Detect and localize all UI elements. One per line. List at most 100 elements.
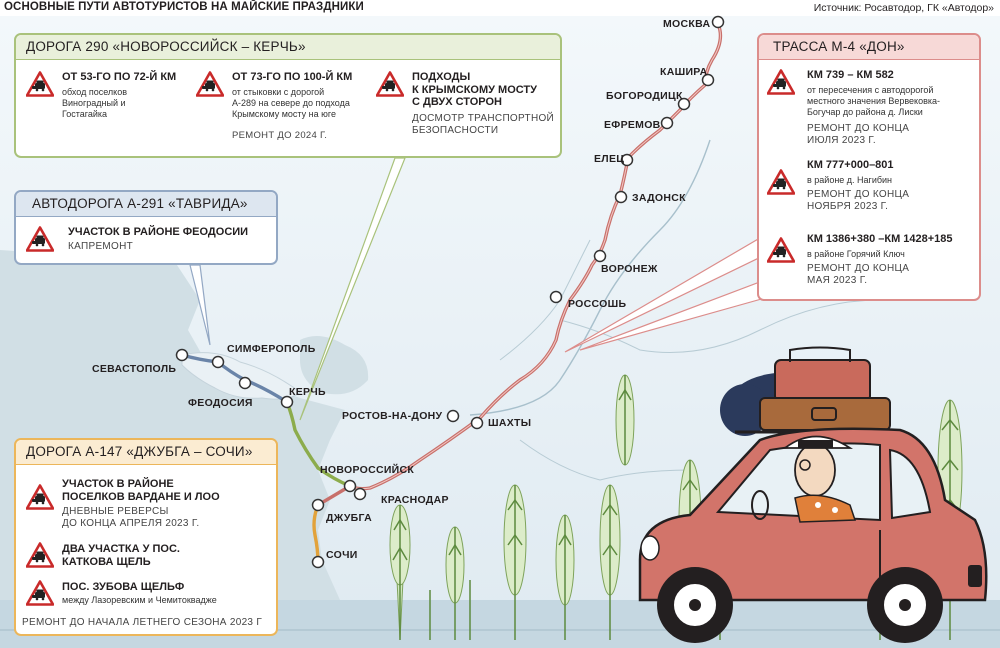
panel-road-290-title: ДОРОГА 290 «НОВОРОССИЙСК – КЕРЧЬ» [16, 35, 560, 60]
r290-item-2: ОТ 73-ГО ПО 100-Й КМ от стыковки с дорог… [196, 71, 376, 151]
river-don [469, 139, 711, 416]
road-a291 [180, 353, 289, 404]
infographic-title: ОСНОВНЫЕ ПУТИ АВТОТУРИСТОВ НА МАЙСКИЕ ПР… [4, 1, 364, 13]
dot-sochi [311, 555, 325, 569]
a147-item-3: ПОС. ЗУБОВА ЩЕЛЬФ между Лазоревским и Че… [26, 580, 271, 610]
a147-item-1-repair: ДНЕВНЫЕ РЕВЕРСЫ ДО КОНЦА АПРЕЛЯ 2023 Г. [62, 506, 200, 529]
dot-rostov [446, 409, 460, 423]
pointer-290 [299, 157, 406, 421]
m4-item-2-note: в районе д. Нагибин [807, 175, 893, 185]
city-label-rossosh: РОССОШЬ [568, 298, 627, 310]
a147-item-2-title: ДВА УЧАСТКА У ПОС. КАТКОВА ЩЕЛЬ [62, 543, 180, 568]
dot-dzhubga [311, 498, 325, 512]
a147-item-2: ДВА УЧАСТКА У ПОС. КАТКОВА ЩЕЛЬ [26, 542, 271, 574]
r290-item-2-title: ОТ 73-ГО ПО 100-Й КМ [232, 71, 353, 83]
city-label-voronezh: ВОРОНЕЖ [601, 263, 658, 275]
r290-item-1: ОТ 53-ГО ПО 72-Й КМ обход поселков Виног… [26, 71, 196, 151]
r290-item-3: ПОДХОДЫ К КРЫМСКОМУ МОСТУ С ДВУХ СТОРОН … [376, 71, 556, 151]
dot-voronezh [593, 249, 607, 263]
city-label-sevastopol: СЕВАСТОПОЛЬ [92, 363, 177, 375]
panel-road-m4-title: ТРАССА М-4 «ДОН» [759, 35, 979, 60]
r290-item-1-title: ОТ 53-ГО ПО 72-Й КМ [62, 71, 177, 83]
source-note: Источник: Росавтодор, ГК «Автодор» [813, 2, 994, 14]
dot-sevastopol [175, 348, 189, 362]
a147-item-1: УЧАСТОК В РАЙОНЕ ПОСЕЛКОВ ВАРДАНЕ И ЛОО … [26, 478, 271, 538]
city-label-rostov: РОСТОВ-НА-ДОНУ [342, 410, 443, 422]
dot-moskva [711, 15, 725, 29]
traffic-warning-icon [767, 69, 795, 95]
city-label-efremov: ЕФРЕМОВ [604, 119, 661, 131]
m4-item-3: КМ 1386+380 –КМ 1428+185 в районе Горячи… [767, 233, 981, 293]
panel-road-m4: ТРАССА М-4 «ДОН» КМ 739 – КМ 582 от пере… [757, 33, 981, 301]
dot-simferopol [211, 355, 225, 369]
dot-rossosh [549, 290, 563, 304]
dot-zadonsk [614, 190, 628, 204]
traffic-warning-icon [26, 226, 54, 252]
city-label-kashira: КАШИРА [660, 66, 708, 78]
dot-feodosiya [238, 376, 252, 390]
city-dots [175, 15, 725, 569]
traffic-warning-icon [767, 237, 795, 263]
m4-item-1-note: от пересечения с автодорогой местного зн… [807, 85, 941, 117]
r290-item-3-repair: ДОСМОТР ТРАНСПОРТНОЙ БЕЗОПАСНОСТИ [412, 113, 555, 136]
traffic-warning-icon [376, 71, 404, 97]
dot-elets [620, 153, 634, 167]
a147-item-3-title: ПОС. ЗУБОВА ЩЕЛЬФ [62, 581, 185, 593]
city-label-krasnodar: КРАСНОДАР [381, 494, 449, 506]
m4-item-1-title: КМ 739 – КМ 582 [807, 69, 894, 81]
traffic-warning-icon [26, 580, 54, 606]
r290-item-3-title: ПОДХОДЫ К КРЫМСКОМУ МОСТУ С ДВУХ СТОРОН [412, 71, 537, 108]
a147-item-3-note: между Лазоревским и Чемитоквадже [62, 595, 217, 605]
r290-item-2-repair: РЕМОНТ ДО 2024 Г. [232, 130, 328, 141]
a291-item-1-title: УЧАСТОК В РАЙОНЕ ФЕОДОСИИ [68, 226, 249, 238]
car-illustration [638, 346, 988, 643]
traffic-warning-icon [26, 71, 54, 97]
panel-road-a147-title: ДОРОГА А-147 «ДЖУБГА – СОЧИ» [16, 440, 276, 465]
city-label-bogoroditsk: БОГОРОДИЦК [606, 90, 683, 102]
city-label-elets: ЕЛЕЦ [594, 153, 625, 165]
dot-novorossiysk [343, 479, 357, 493]
city-label-simferopol: СИМФЕРОПОЛЬ [227, 343, 316, 355]
river-2 [559, 299, 881, 353]
m4-item-1-repair: РЕМОНТ ДО КОНЦА ИЮЛЯ 2023 Г. [807, 123, 910, 146]
city-label-novorossiysk: НОВОРОССИЙСК [320, 464, 415, 476]
dot-krasnodar [353, 487, 367, 501]
m4-item-3-repair: РЕМОНТ ДО КОНЦА МАЯ 2023 Г. [807, 263, 910, 286]
r290-item-2-note: от стыковки с дорогой А-289 на севере до… [232, 87, 350, 119]
traffic-warning-icon [26, 484, 54, 510]
azov-sea [300, 336, 369, 395]
traffic-warning-icon [196, 71, 224, 97]
m4-item-1: КМ 739 – КМ 582 от пересечения с автодор… [767, 69, 977, 159]
river-4 [519, 439, 691, 481]
panel-road-a291: АВТОДОРОГА А-291 «ТАВРИДА» УЧАСТОК В РАЙ… [14, 190, 278, 265]
panel-road-a291-title: АВТОДОРОГА А-291 «ТАВРИДА» [16, 192, 276, 217]
city-label-kerch: КЕРЧЬ [289, 386, 326, 398]
city-label-feodosiya: ФЕОДОСИЯ [188, 397, 253, 409]
m4-item-3-note: в районе Горячий Ключ [807, 249, 905, 259]
a291-item-1-repair: КАПРЕМОНТ [68, 241, 134, 252]
traffic-warning-icon [767, 169, 795, 195]
a147-footer-repair: РЕМОНТ ДО НАЧАЛА ЛЕТНЕГО СЕЗОНА 2023 Г [22, 617, 263, 628]
road-a147 [312, 503, 320, 564]
dot-shakhty [470, 416, 484, 430]
panel-road-a147: ДОРОГА А-147 «ДЖУБГА – СОЧИ» УЧАСТОК В Р… [14, 438, 278, 636]
city-label-dzhubga: ДЖУБГА [326, 512, 372, 524]
m4-item-2-title: КМ 777+000–801 [807, 159, 894, 171]
city-label-sochi: СОЧИ [326, 549, 358, 561]
city-label-shakhty: ШАХТЫ [488, 417, 532, 429]
city-label-moskva: МОСКВА [663, 18, 711, 30]
panel-road-290: ДОРОГА 290 «НОВОРОССИЙСК – КЕРЧЬ» ОТ 53-… [14, 33, 562, 158]
city-label-zadonsk: ЗАДОНСК [632, 192, 686, 204]
dot-kashira [701, 73, 715, 87]
m4-item-3-title: КМ 1386+380 –КМ 1428+185 [807, 233, 953, 245]
a147-item-1-title: УЧАСТОК В РАЙОНЕ ПОСЕЛКОВ ВАРДАНЕ И ЛОО [62, 478, 220, 503]
dot-efremov [660, 116, 674, 130]
dot-bogoroditsk [677, 97, 691, 111]
a291-item-1: УЧАСТОК В РАЙОНЕ ФЕОДОСИИ КАПРЕМОНТ [26, 226, 271, 260]
road-290 [285, 400, 320, 470]
traffic-warning-icon [26, 542, 54, 568]
pointer-a291 [189, 264, 211, 346]
m4-item-2: КМ 777+000–801 в районе д. Нагибин РЕМОН… [767, 159, 977, 219]
dot-kerch [280, 395, 294, 409]
